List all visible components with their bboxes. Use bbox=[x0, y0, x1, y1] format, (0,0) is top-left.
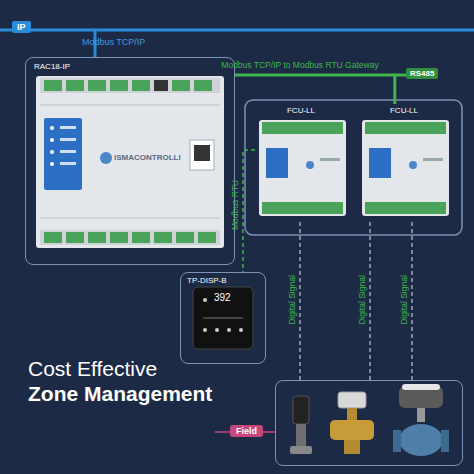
fcu-box: FCU-LL bbox=[255, 104, 347, 222]
bus-label: Modbus TCP/IP bbox=[82, 37, 145, 47]
brand-text: iSMACONTROLLI bbox=[114, 153, 181, 162]
signal-connector bbox=[411, 222, 413, 380]
node-label: Field bbox=[230, 425, 263, 437]
bus-connector bbox=[235, 75, 395, 104]
fcu-module bbox=[259, 120, 346, 216]
node-label: RAC18-IP bbox=[34, 62, 70, 71]
group-outline bbox=[245, 100, 462, 235]
node-label: TP-DISP-B bbox=[187, 276, 227, 285]
signal-connector bbox=[299, 222, 301, 380]
node-label: FCU-LL bbox=[358, 106, 450, 115]
field-box: Field bbox=[275, 380, 463, 466]
connector-label: Digital Signal bbox=[358, 275, 368, 325]
node-label: FCU-LL bbox=[255, 106, 347, 115]
display-box: TP-DISP-B bbox=[180, 272, 266, 364]
signal-connector bbox=[369, 222, 371, 380]
fcu-module bbox=[362, 120, 449, 216]
room-panel bbox=[193, 287, 253, 349]
connector-label: Digital Signal bbox=[288, 275, 298, 325]
heading-line: Zone Management bbox=[28, 382, 212, 406]
network-tag: IP bbox=[12, 21, 31, 33]
connector-label: Digital Signal bbox=[400, 275, 410, 325]
rtu-connector bbox=[243, 150, 255, 272]
display-value: 392 bbox=[214, 292, 231, 304]
connector-label: Modbus RTU bbox=[231, 180, 241, 230]
connector-label: Modbus TCP/IP to Modbus RTU Gateway bbox=[221, 61, 378, 71]
globe-valve bbox=[393, 384, 449, 456]
rs485-stub bbox=[394, 74, 406, 77]
controller-module bbox=[36, 76, 224, 248]
ip-bus bbox=[0, 29, 474, 32]
heading-line: Cost Effective bbox=[28, 357, 157, 381]
valve-actuator bbox=[290, 396, 312, 454]
fcu-box: FCU-LL bbox=[358, 104, 450, 222]
network-tag: RS485 bbox=[406, 68, 438, 79]
brass-valve bbox=[330, 392, 374, 454]
